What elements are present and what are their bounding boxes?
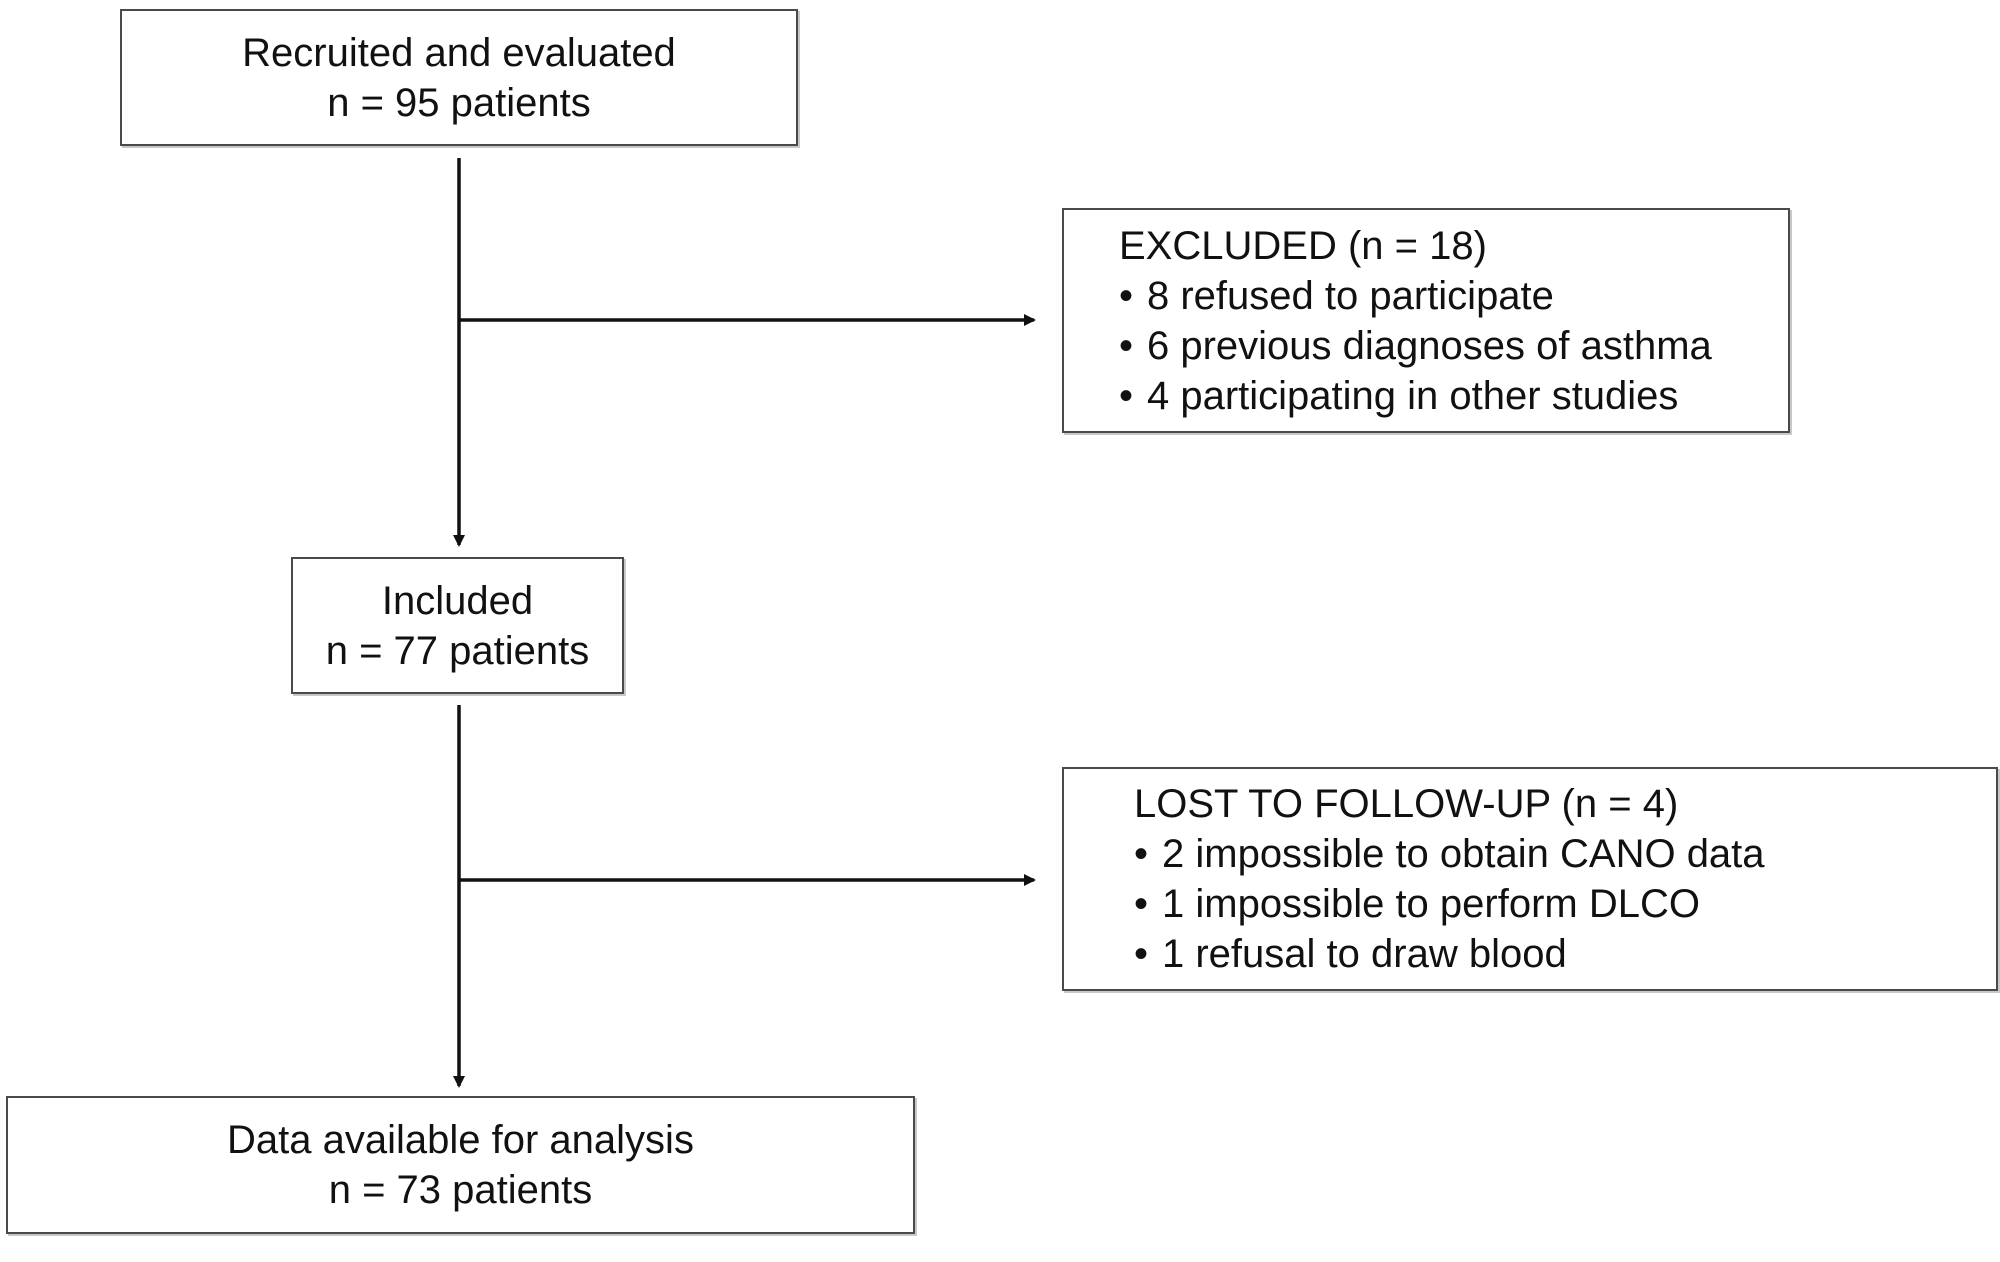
recruited-box: Recruited and evaluated n = 95 patients — [120, 9, 798, 146]
included-label: Included — [381, 578, 534, 623]
lost-item: • 2 impossible to obtain CANO data — [1134, 829, 1996, 879]
lost-item-text: 2 impossible to obtain CANO data — [1162, 832, 1765, 876]
bullet-icon: • — [1119, 273, 1134, 318]
lost-item-text: 1 refusal to draw blood — [1162, 932, 1567, 976]
lost-title: LOST TO FOLLOW-UP (n = 4) — [1134, 782, 1679, 826]
bullet-icon: • — [1119, 373, 1134, 418]
recruited-label: Recruited and evaluated — [242, 30, 676, 75]
lost-item: • 1 impossible to perform DLCO — [1134, 879, 1996, 929]
bullet-icon: • — [1119, 323, 1134, 368]
bullet-icon: • — [1134, 832, 1149, 876]
excluded-item-text: 4 participating in other studies — [1147, 373, 1679, 418]
analysis-box: Data available for analysis n = 73 patie… — [6, 1096, 915, 1234]
lost-to-follow-up-box: LOST TO FOLLOW-UP (n = 4) • 2 impossible… — [1062, 767, 1998, 991]
analysis-count: n = 73 patients — [328, 1168, 593, 1212]
lost-item: • 1 refusal to draw blood — [1134, 929, 1996, 979]
lost-item-text: 1 impossible to perform DLCO — [1162, 882, 1700, 926]
recruited-count: n = 95 patients — [327, 80, 591, 125]
included-count: n = 77 patients — [325, 628, 590, 673]
included-box: Included n = 77 patients — [291, 557, 624, 694]
excluded-item: • 8 refused to participate — [1119, 271, 1788, 321]
bullet-icon: • — [1134, 882, 1149, 926]
analysis-label: Data available for analysis — [227, 1118, 694, 1162]
excluded-item-text: 6 previous diagnoses of asthma — [1147, 323, 1712, 368]
bullet-icon: • — [1134, 932, 1149, 976]
excluded-item: • 4 participating in other studies — [1119, 371, 1788, 421]
excluded-box: EXCLUDED (n = 18) • 8 refused to partici… — [1062, 208, 1790, 433]
excluded-title: EXCLUDED (n = 18) — [1119, 223, 1487, 268]
excluded-item-text: 8 refused to participate — [1147, 273, 1554, 318]
excluded-item: • 6 previous diagnoses of asthma — [1119, 321, 1788, 371]
